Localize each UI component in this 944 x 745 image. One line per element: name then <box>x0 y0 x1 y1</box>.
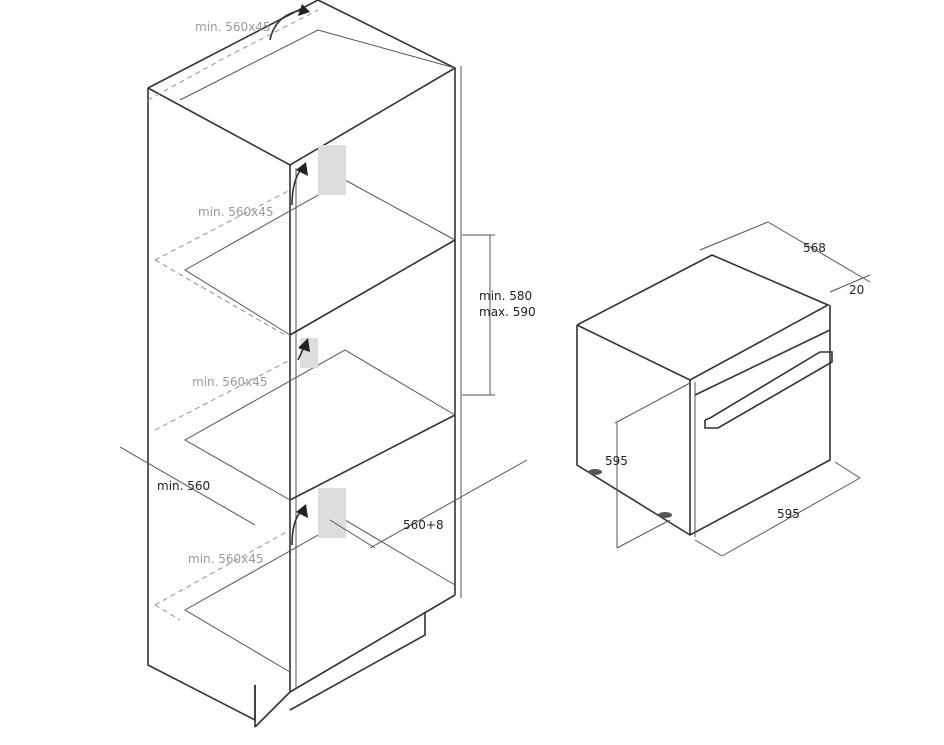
vent-label-bottom: min. 560x45 <box>188 552 264 566</box>
oven-door-thickness: 20 <box>849 283 864 297</box>
oven-width: 595 <box>777 507 800 521</box>
niche-depth: min. 560 <box>157 479 210 493</box>
oven-height: 595 <box>605 454 628 468</box>
niche-height-min: min. 580 <box>479 289 532 303</box>
vent-label-top: min. 560x45 <box>195 20 271 34</box>
vent-label-middle: min. 560x45 <box>192 375 268 389</box>
cabinet <box>119 0 528 728</box>
oven <box>576 221 871 557</box>
oven-depth: 568 <box>803 241 826 255</box>
niche-height-max: max. 590 <box>479 305 536 319</box>
niche-width: 560+8 <box>403 518 444 532</box>
vent-label-upper: min. 560x45 <box>198 205 274 219</box>
